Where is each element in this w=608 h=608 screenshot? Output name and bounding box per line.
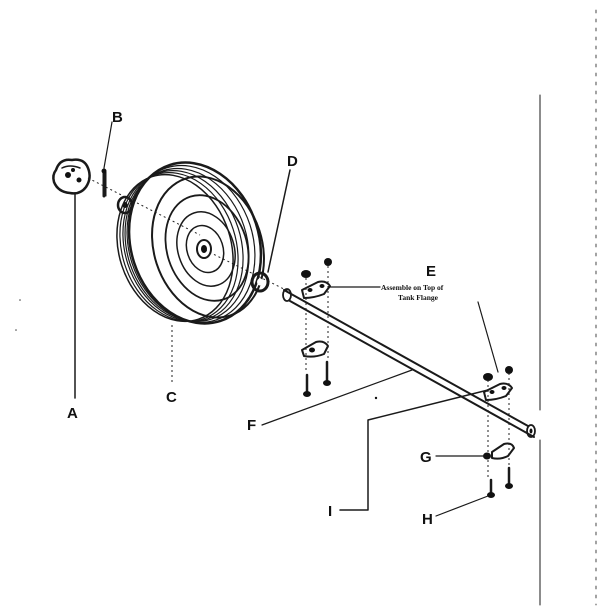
part-c-wheel <box>116 161 265 325</box>
label-c: C <box>166 389 177 406</box>
note-line-2: Tank Flange <box>398 293 439 302</box>
part-e-bracket-right <box>483 366 515 498</box>
label-a: A <box>67 405 78 422</box>
assembly-center-line <box>87 177 291 293</box>
callout-labels: A B C D E F G H I Assemble on Top of Tan… <box>67 109 444 528</box>
part-d-washer <box>250 169 291 293</box>
label-e: E <box>426 263 436 280</box>
part-e-bracket-left <box>301 258 332 397</box>
label-h: H <box>422 511 433 528</box>
part-a-hub-cap <box>52 158 91 195</box>
note-line-1: Assemble on Top of <box>381 283 444 292</box>
part-b-cotter-pin <box>101 168 107 198</box>
label-f: F <box>247 417 256 434</box>
page-edge-lines <box>539 9 597 606</box>
label-i: I <box>328 503 332 520</box>
label-d: D <box>287 153 298 170</box>
label-g: G <box>420 449 432 466</box>
part-f-axle-tube <box>282 288 536 438</box>
leader-lines <box>74 121 499 517</box>
label-b: B <box>112 109 123 126</box>
scan-specks <box>15 299 378 400</box>
